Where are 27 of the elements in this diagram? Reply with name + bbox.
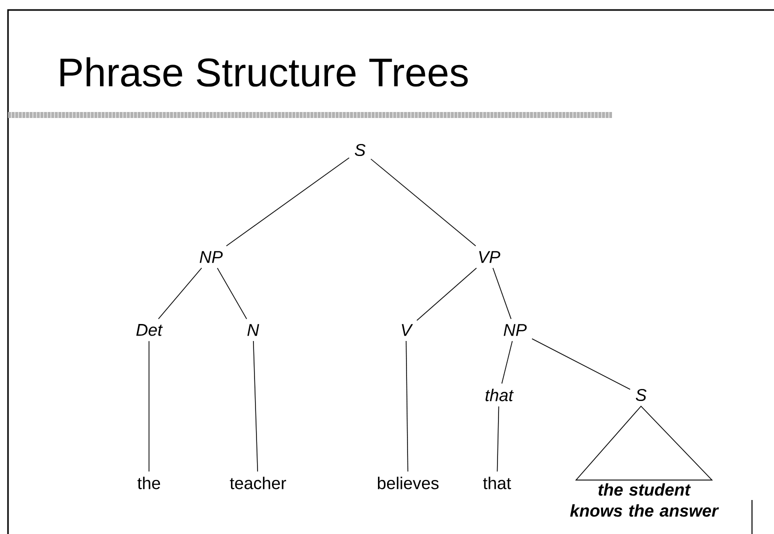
- category-label: NP: [504, 324, 527, 336]
- branch-line: [406, 340, 408, 472]
- word-label: that: [483, 476, 512, 490]
- branch-line: [370, 158, 476, 246]
- branch-line: [492, 268, 512, 320]
- category-label: Det: [136, 324, 163, 336]
- category-label: that: [486, 388, 514, 402]
- word-label: teacher: [230, 476, 286, 490]
- category-label: S: [354, 144, 366, 156]
- branch-line: [148, 340, 150, 472]
- branch-line: [496, 406, 500, 472]
- title: Phrase Structure Trees: [60, 57, 468, 87]
- word-label: the: [137, 476, 160, 490]
- branch-line: [252, 340, 258, 472]
- branch-line: [158, 268, 202, 320]
- category-label: VP: [479, 251, 500, 263]
- category-label: S: [636, 388, 646, 402]
- branch-line: [532, 338, 631, 390]
- word-label: believes: [378, 476, 439, 490]
- branch-line: [216, 268, 248, 320]
- branch-line: [501, 340, 513, 384]
- category-label: V: [402, 324, 413, 336]
- category-label: N: [247, 324, 260, 336]
- branch-line: [416, 268, 477, 321]
- category-label: NP: [200, 251, 223, 263]
- phrase-label: the student knows the answer: [570, 483, 719, 517]
- branch-line: [226, 157, 350, 246]
